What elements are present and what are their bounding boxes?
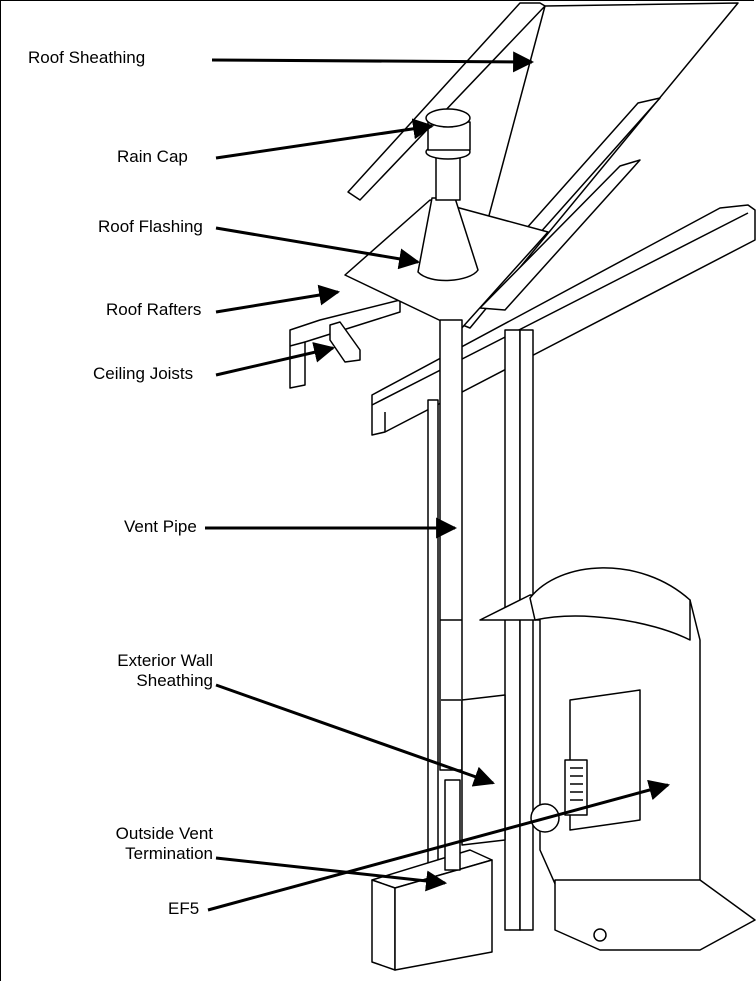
ef5-leader xyxy=(207,779,671,912)
label-vent-pipe: Vent Pipe xyxy=(124,517,197,536)
vent-pipe-shape xyxy=(439,319,463,771)
pellet-stove xyxy=(479,567,756,951)
exterior-wall-sheathing-leader xyxy=(215,683,495,787)
label-exterior-wall-sheathing-line1: Exterior Wall xyxy=(117,651,213,670)
roof-sheathing-leader xyxy=(211,51,535,73)
leader-lines xyxy=(205,51,671,912)
label-outside-vent-termination: Outside Vent Termination xyxy=(83,824,213,864)
label-ef5: EF5 xyxy=(168,899,200,918)
wall-framing xyxy=(427,329,534,931)
label-outside-vent-termination-line1: Outside Vent xyxy=(115,824,213,843)
exterior-wall-sheathing-panel xyxy=(461,694,506,846)
outside-vent-termination-box xyxy=(371,779,493,971)
rain-cap-leader xyxy=(215,118,435,160)
ceiling-joists-leader xyxy=(215,342,336,377)
label-roof-flashing: Roof Flashing xyxy=(98,217,203,236)
label-roof-sheathing: Roof Sheathing xyxy=(28,48,146,67)
roof-flashing-leader xyxy=(215,226,421,270)
rain-cap-shape xyxy=(425,108,471,201)
label-roof-rafters: Roof Rafters xyxy=(106,300,202,319)
label-exterior-wall-sheathing: Exterior Wall Sheathing xyxy=(83,651,213,691)
roof-rafters-leader xyxy=(215,284,341,314)
label-outside-vent-termination-line2: Termination xyxy=(125,844,213,863)
label-exterior-wall-sheathing-line2: Sheathing xyxy=(136,671,213,690)
flashing-cone xyxy=(417,197,479,282)
outside-vent-termination-leader xyxy=(215,856,448,892)
ceiling-joists xyxy=(289,299,401,389)
label-ceiling-joists: Ceiling Joists xyxy=(93,364,194,383)
label-rain-cap: Rain Cap xyxy=(117,147,188,166)
